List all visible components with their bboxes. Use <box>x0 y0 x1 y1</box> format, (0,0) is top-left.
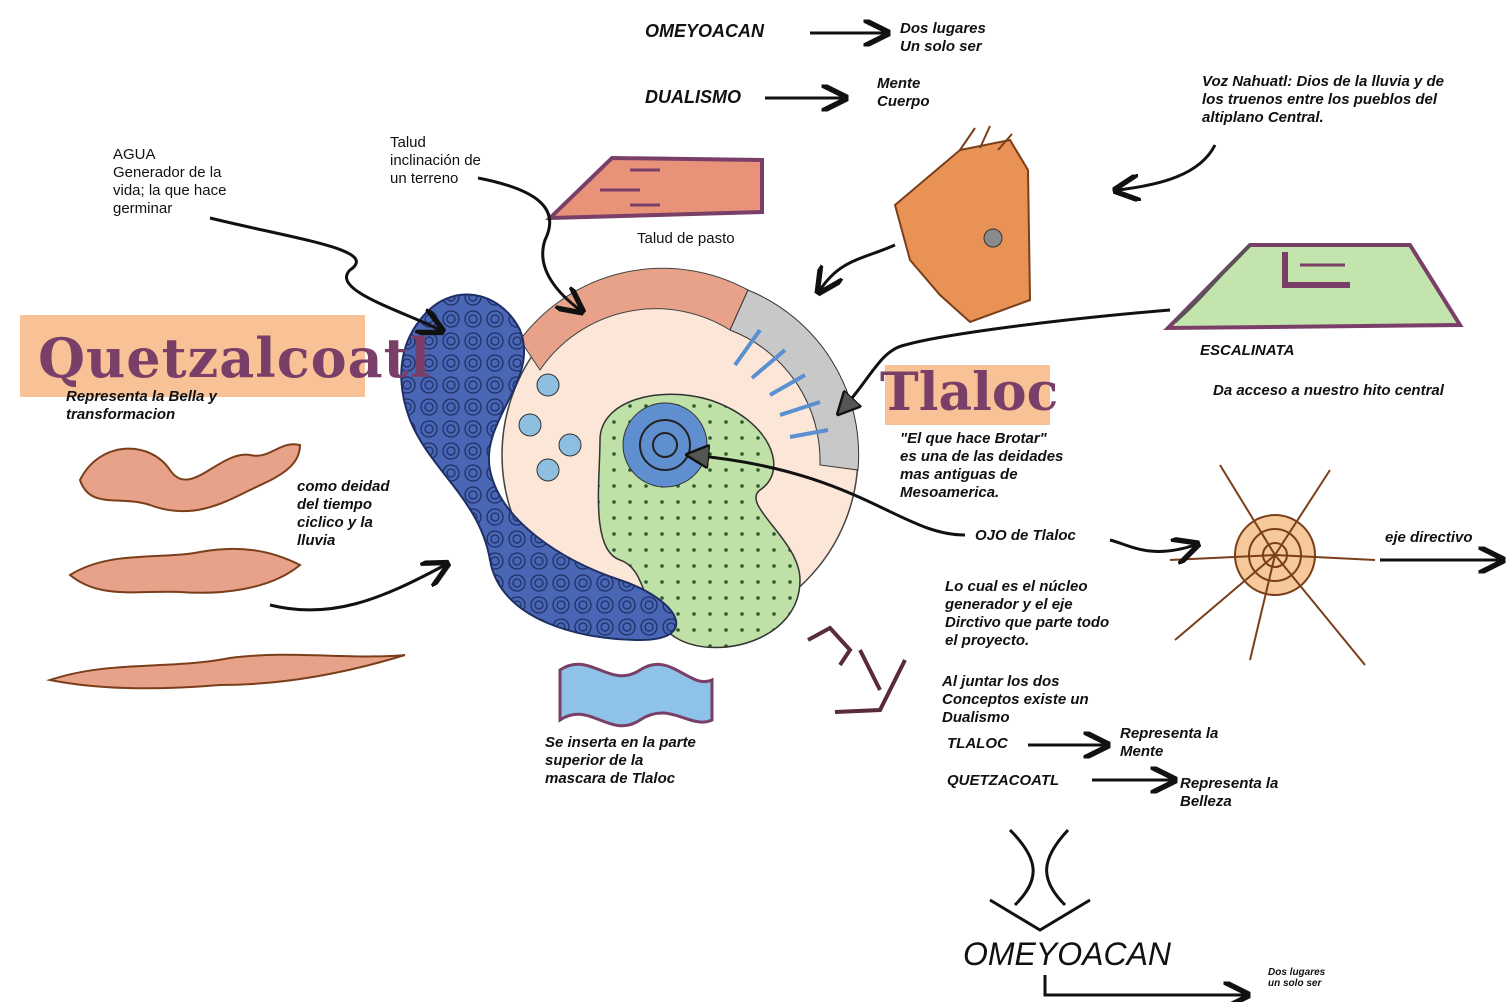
tlaloc-meaning: Representa la Mente <box>1120 725 1218 761</box>
quetzalcoatl-title-text: Quetzalcoatl <box>38 318 368 398</box>
footer-omeyoacan-meaning: Dos lugares un solo ser <box>1268 967 1325 989</box>
tlaloc-title: Tlaloc <box>880 360 1050 426</box>
tlaloc-head-drawing <box>895 126 1030 322</box>
quetzacoatl-meaning: Representa la Belleza <box>1180 775 1278 811</box>
tlaloc-term: TLALOC <box>947 735 1008 753</box>
purple-glyph <box>808 628 905 712</box>
ojo-label: OJO de Tlaloc <box>975 527 1076 545</box>
nahuatl-description: Voz Nahuatl: Dios de la lluvia y de los … <box>1202 73 1444 127</box>
wave-shape <box>560 664 712 726</box>
header-dualismo-term: DUALISMO <box>645 88 741 106</box>
talud-pasto-label: Talud de pasto <box>637 230 735 248</box>
talud-description: Talud inclinación de un terreno <box>390 134 481 188</box>
quetzacoatl-term: QUETZACOATL <box>947 772 1059 790</box>
eje-sun-drawing <box>1170 465 1375 665</box>
escalinata-description: Da acceso a nuestro hito central <box>1213 382 1444 400</box>
header-omeyoacan-meaning: Dos lugares Un solo ser <box>900 20 986 56</box>
talud-pasto-shape <box>550 158 762 218</box>
nucleo-description: Lo cual es el núcleo generador y el eje … <box>945 578 1109 650</box>
agua-description: Generador de la vida; la que hace germin… <box>113 164 226 218</box>
header-dualismo-meaning: Mente Cuerpo <box>877 75 930 111</box>
dualismo-merge-symbol <box>990 830 1090 930</box>
header-omeyoacan-term: OMEYOACAN <box>645 22 764 40</box>
quetzalcoatl-description: Representa la Bella y transformacion <box>66 388 217 424</box>
quetzalcoatl-deity-text: como deidad del tiempo ciclico y la lluv… <box>297 478 390 550</box>
central-plan-drawing <box>401 268 858 647</box>
quetzalcoatl-title: Quetzalcoatl <box>38 318 368 398</box>
tlaloc-title-text: Tlaloc <box>880 360 1050 426</box>
footer-omeyoacan: OMEYOACAN <box>963 935 1171 973</box>
escalinata-drawing <box>1168 245 1460 328</box>
tlaloc-description: "El que hace Brotar" es una de las deida… <box>900 430 1063 502</box>
dualismo-intro: Al juntar los dos Conceptos existe un Du… <box>942 673 1089 727</box>
escalinata-label: ESCALINATA <box>1200 342 1294 360</box>
mascara-description: Se inserta en la parte superior de la ma… <box>545 734 696 788</box>
agua-title: AGUA <box>113 146 156 164</box>
eje-directivo-label: eje directivo <box>1385 529 1473 547</box>
